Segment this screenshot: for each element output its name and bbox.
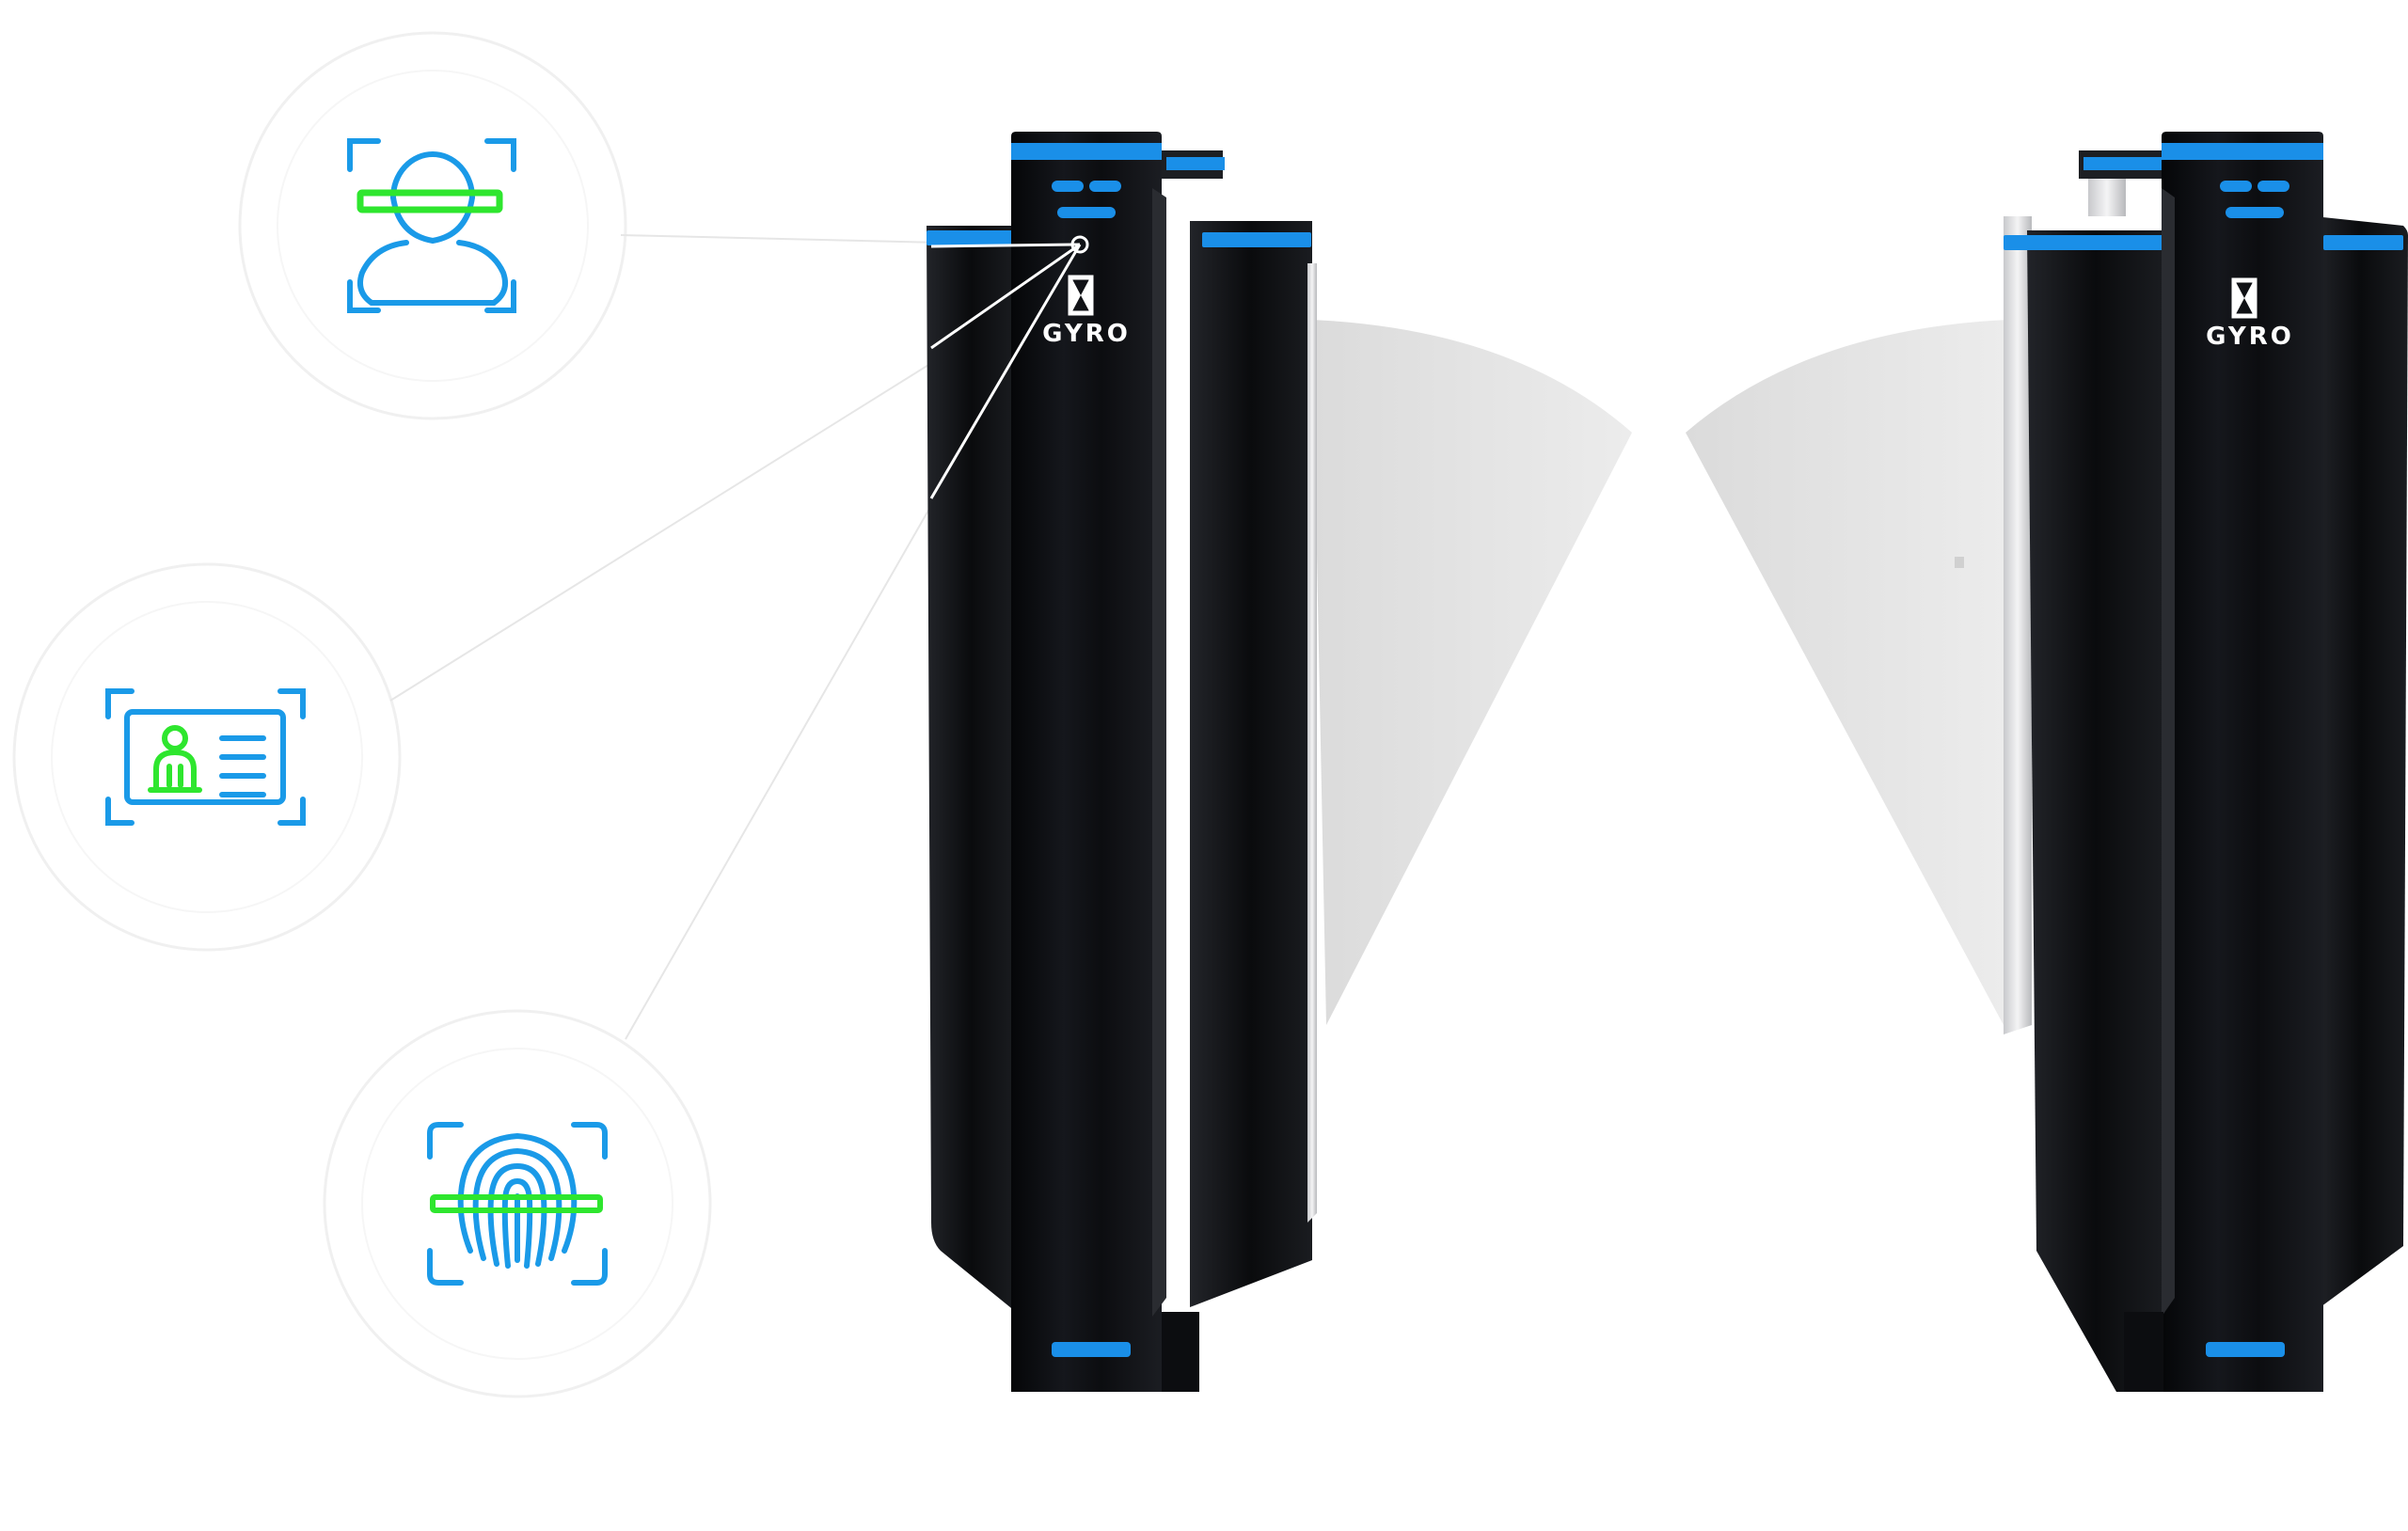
side-wing-left <box>2027 230 2163 1392</box>
badge-circle-inner <box>51 601 363 913</box>
silver-edge <box>2004 216 2032 1034</box>
badge-circle-outer <box>12 562 402 952</box>
right-turnstile: GYRO <box>1686 132 2408 1392</box>
accent-light <box>927 230 1016 245</box>
accent-light <box>1202 232 1311 247</box>
indicator-light <box>1057 207 1116 218</box>
gyro-logo-icon <box>2231 277 2258 319</box>
indicator-light <box>1089 181 1121 192</box>
column-edge <box>1152 188 1166 1317</box>
top-accent-light <box>2162 143 2323 160</box>
indicator-light <box>1052 181 1084 192</box>
brand-logo: GYRO <box>1042 275 1131 348</box>
id-card-icon <box>105 688 306 826</box>
side-wing-right <box>2314 216 2408 1312</box>
side-wing-right <box>1190 221 1312 1307</box>
indicator-light <box>2226 207 2284 218</box>
id-card-badge <box>12 562 402 952</box>
top-accent-light <box>1011 143 1162 160</box>
accent-light <box>2004 235 2163 250</box>
base-step <box>1162 1312 1199 1392</box>
fingerprint-badge <box>323 1009 712 1398</box>
accent-light <box>2083 157 2168 170</box>
base-step <box>2124 1312 2163 1392</box>
main-column <box>2162 132 2323 1392</box>
left-turnstile: GYRO <box>927 132 1632 1392</box>
brand-name: GYRO <box>1042 320 1131 348</box>
connector-lines <box>389 234 942 1040</box>
accent-light <box>2323 235 2403 250</box>
badge-circle-outer <box>238 31 627 420</box>
face-recognition-badge <box>238 31 627 420</box>
glass-logo-icon <box>1955 557 1964 568</box>
bottom-accent-light <box>2206 1342 2285 1357</box>
fingerprint-scan-icon <box>427 1122 608 1286</box>
main-column <box>1011 132 1162 1392</box>
column-edge <box>2162 188 2175 1317</box>
bottom-accent-light <box>1052 1342 1131 1357</box>
indicator-light <box>2220 181 2252 192</box>
badge-circle-inner <box>277 70 589 382</box>
glass-flap <box>1312 320 1632 1025</box>
face-scan-icon <box>347 138 516 313</box>
indicator-light <box>2258 181 2289 192</box>
glass-flap <box>1686 320 2008 1025</box>
silver-edge <box>2088 179 2126 216</box>
brand-name: GYRO <box>2206 323 2294 351</box>
badge-circle-inner <box>361 1048 673 1360</box>
side-wing-left <box>927 226 1016 1312</box>
sensor-rays <box>929 243 1082 499</box>
accent-light <box>1166 157 1225 170</box>
silver-edge <box>1307 263 1317 1223</box>
brand-logo: GYRO <box>2206 277 2294 351</box>
gyro-logo-icon <box>1068 275 1094 316</box>
